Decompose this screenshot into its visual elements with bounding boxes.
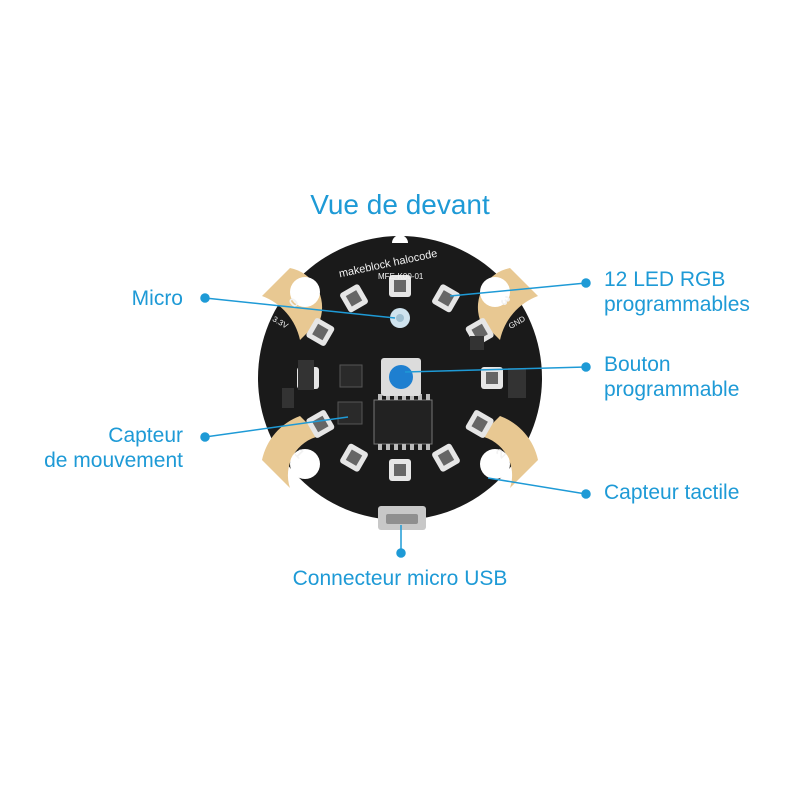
touch-pad-0 (262, 268, 323, 340)
bouton-callout-dot (581, 362, 591, 372)
capteur-mouvement-callout-dot (200, 432, 210, 442)
label-usb: Connecteur micro USB (0, 566, 800, 591)
label-usb-line-1: Connecteur micro USB (292, 567, 508, 590)
capteur-tactile-callout-dot (581, 489, 591, 499)
label-capteur-mouvement-line-2: de mouvement (44, 449, 183, 472)
label-capteur-tactile-line-1: Capteur tactile (604, 481, 740, 504)
page-title: Vue de devant (310, 189, 490, 220)
motion-sensor-chip (337, 401, 363, 425)
bouton-callout-line (404, 366, 587, 373)
touch-pad-1 (262, 416, 320, 488)
component (470, 336, 484, 350)
touch-pad-2 (480, 416, 538, 488)
label-leds: 12 LED RGB programmables (604, 267, 750, 317)
label-bouton-line-1: Bouton (604, 353, 671, 376)
micro-callout-dot (200, 293, 210, 303)
programmable-button (389, 365, 413, 389)
label-capteur-mouvement: Capteur de mouvement (44, 423, 183, 473)
label-capteur-tactile: Capteur tactile (604, 480, 739, 505)
label-bouton-line-2: programmable (604, 378, 740, 401)
label-capteur-mouvement-line-1: Capteur (108, 424, 183, 447)
component (282, 388, 294, 408)
board-model: MFE-K00-01 (378, 272, 424, 281)
capteur-mouvement-callout-line (204, 416, 349, 438)
usb-callout-dot (396, 548, 406, 558)
leds-callout-line (449, 282, 587, 297)
component (508, 368, 526, 398)
main-chip (373, 399, 433, 445)
label-leds-line-1: 12 LED RGB (604, 268, 726, 291)
label-micro: Micro (132, 286, 183, 311)
board-notch (392, 235, 408, 243)
label-micro-line-1: Micro (131, 287, 183, 310)
capteur-tactile-callout-line (487, 477, 587, 495)
label-leds-line-2: programmables (604, 293, 750, 316)
label-bouton: Bouton programmable (604, 352, 739, 402)
component (298, 360, 314, 390)
micro-callout-line (204, 297, 396, 319)
leds-callout-dot (581, 278, 591, 288)
chip (339, 364, 363, 388)
